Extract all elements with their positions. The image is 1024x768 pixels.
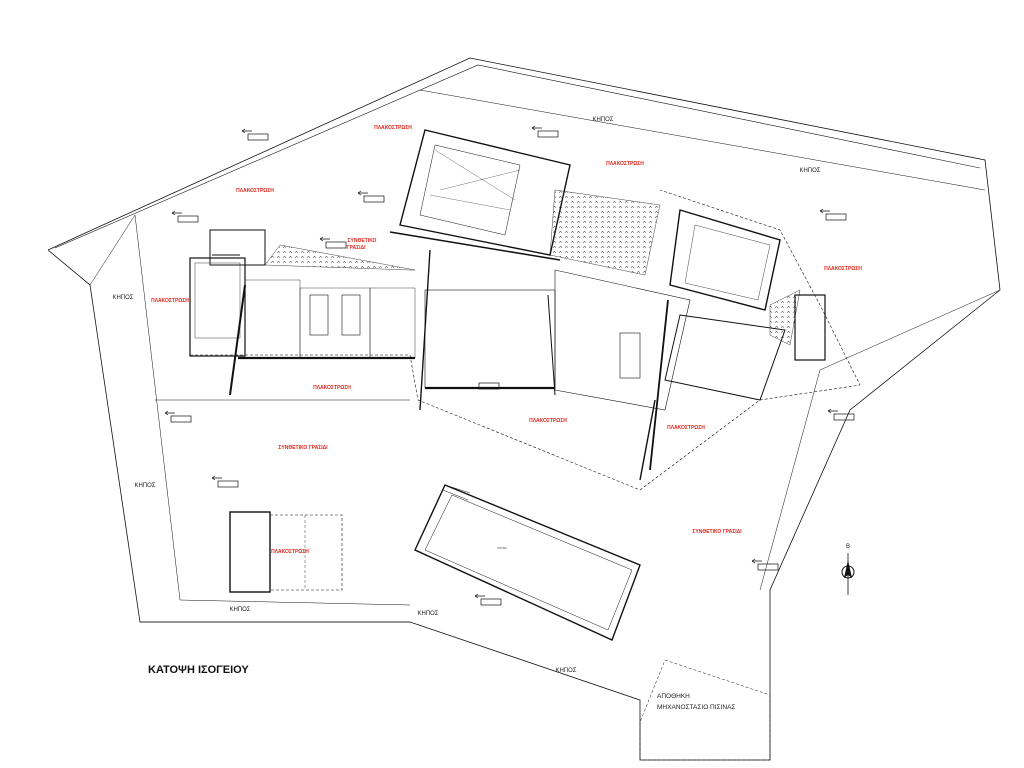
- synthetic-grass-label: ΣΥΝΘΕΤΙΚΟ ΓΡΑΣΙΔΙ: [278, 445, 328, 451]
- paving-label: ΠΛΑΚΟΣΤΡΩΣΗ: [271, 549, 309, 555]
- garage-block: [389, 129, 661, 276]
- swimming-pool[interactable]: [414, 484, 641, 641]
- garden-label: ΚΗΠΟΣ: [555, 668, 576, 674]
- paving-label: ΠΛΑΚΟΣΤΡΩΣΗ: [151, 298, 189, 304]
- storage-label: ΑΠΟΘΗΚΗ: [657, 693, 690, 700]
- paving-label: ΠΛΑΚΟΣΤΡΩΣΗ: [667, 425, 705, 431]
- storage-room: [639, 659, 771, 761]
- north-arrow-icon: [841, 553, 855, 595]
- north-label: Β: [846, 544, 850, 550]
- outbuilding: [229, 511, 343, 593]
- garden-label: ΚΗΠΟΣ: [417, 611, 438, 617]
- garden-label: ΚΗΠΟΣ: [112, 295, 133, 301]
- central-living: [419, 249, 691, 411]
- drawing-title: ΚΑΤΟΨΗ ΙΣΟΓΕΙΟΥ: [148, 664, 249, 676]
- paving-label: ΠΛΑΚΟΣΤΡΩΣΗ: [824, 266, 862, 272]
- right-wing: [639, 209, 826, 481]
- garden-label: ΚΗΠΟΣ: [134, 483, 155, 489]
- pool-machine-room-label: ΜΗΧΑΝΟΣΤΑΣΙΟ ΠΙΣΙΝΑΣ: [657, 704, 735, 711]
- synthetic-grass-label-line1: ΣΥΝΘΕΤΙΚΟ: [348, 238, 377, 244]
- garden-label: ΚΗΠΟΣ: [229, 607, 250, 613]
- garden-label: ΚΗΠΟΣ: [799, 168, 820, 174]
- synthetic-grass-label: ΣΥΝΘΕΤΙΚΟ ΓΡΑΣΙΔΙ: [692, 529, 742, 535]
- pool-label: ΠΙΣΙΝΑ: [497, 546, 507, 550]
- synthetic-grass-label-line2: ΓΡΑΣΙΔΙ: [347, 245, 367, 251]
- site-boundary: [47, 57, 1001, 761]
- paving-label: ΠΛΑΚΟΣΤΡΩΣΗ: [374, 125, 412, 131]
- left-wing: [189, 229, 416, 396]
- level-markers: [164, 125, 855, 606]
- garden-label: ΚΗΠΟΣ: [592, 117, 613, 123]
- paving-label: ΠΛΑΚΟΣΤΡΩΣΗ: [529, 418, 567, 424]
- paving-label: ΠΛΑΚΟΣΤΡΩΣΗ: [606, 161, 644, 167]
- paving-label: ΠΛΑΚΟΣΤΡΩΣΗ: [313, 385, 351, 391]
- paving-label: ΠΛΑΚΟΣΤΡΩΣΗ: [236, 188, 274, 194]
